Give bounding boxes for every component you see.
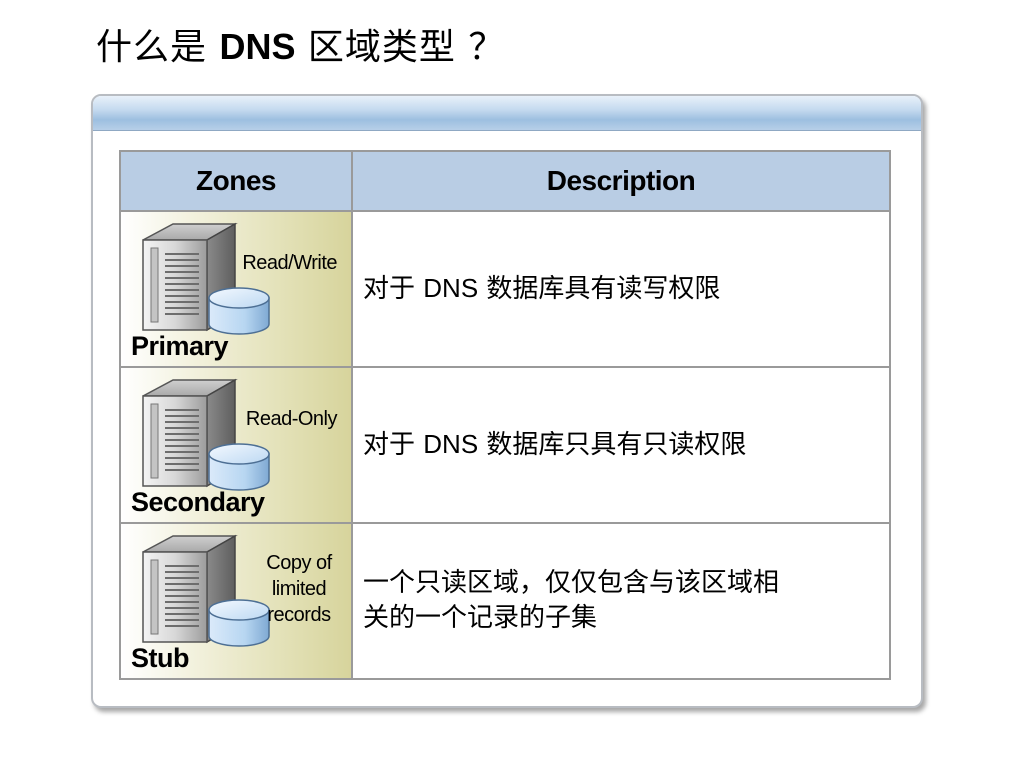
table-header-row: Zones Description xyxy=(119,150,891,212)
zone-name: Secondary xyxy=(131,487,265,517)
zone-cell-secondary: Read-Only Secondary xyxy=(119,366,353,524)
desc-text: 对于 xyxy=(363,429,424,460)
desc-line: 关的一个记录的子集 xyxy=(363,603,598,633)
zone-description: 一个只读区域，仅仅包含与该区域相 关的一个记录的子集 xyxy=(351,522,891,680)
page-title: 什么是 DNS 区域类型 ？ xyxy=(96,18,505,70)
desc-dns: DNS xyxy=(423,428,479,459)
table-row: Copy of limited records Stub 一个只读区域，仅仅包含… xyxy=(119,522,891,680)
zone-types-table: Zones Description Read/Write Primary 对于 … xyxy=(119,150,891,680)
access-line: Copy of xyxy=(266,552,332,574)
desc-text: 数据库具有读写权限 xyxy=(478,273,721,304)
title-dns: DNS xyxy=(219,26,296,67)
zone-description: 对于 DNS 数据库只具有只读权限 xyxy=(351,366,891,524)
database-server-icon xyxy=(135,218,275,336)
zone-cell-primary: Read/Write Primary xyxy=(119,210,353,368)
zone-name: Primary xyxy=(131,331,229,361)
content-card: Zones Description Read/Write Primary 对于 … xyxy=(91,94,923,708)
access-line: records xyxy=(267,604,331,626)
desc-dns: DNS xyxy=(423,272,479,303)
desc-text: 数据库只具有只读权限 xyxy=(478,429,747,460)
access-label: Read-Only xyxy=(245,408,338,430)
access-label: Read/Write xyxy=(242,252,337,274)
desc-text: 对于 xyxy=(363,273,424,304)
table-row: Read-Only Secondary 对于 DNS 数据库只具有只读权限 xyxy=(119,366,891,524)
database-server-icon xyxy=(135,374,275,492)
database-server-icon xyxy=(135,530,275,648)
header-description: Description xyxy=(351,150,891,212)
desc-line: 一个只读区域，仅仅包含与该区域相 xyxy=(363,567,780,598)
card-header-bar xyxy=(93,96,921,131)
access-label: Copy of limited records xyxy=(259,550,339,628)
title-suffix: 区域类型 ？ xyxy=(295,27,506,68)
table-row: Read/Write Primary 对于 DNS 数据库具有读写权限 xyxy=(119,210,891,368)
zone-name: Stub xyxy=(131,643,190,673)
access-line: limited xyxy=(271,578,327,600)
header-zones: Zones xyxy=(119,150,353,212)
title-prefix: 什么是 xyxy=(96,27,220,68)
zone-description: 对于 DNS 数据库具有读写权限 xyxy=(351,210,891,368)
zone-cell-stub: Copy of limited records Stub xyxy=(119,522,353,680)
